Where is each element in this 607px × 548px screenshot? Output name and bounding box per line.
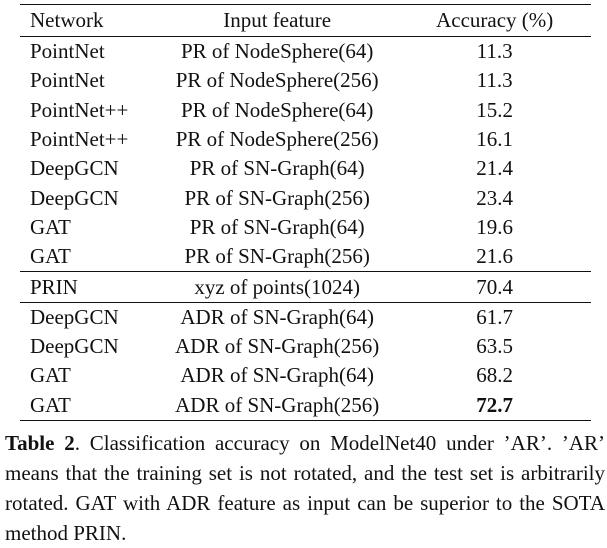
cell-input-feature: xyz of points(1024) [156, 271, 399, 303]
cell-input-feature: PR of NodeSphere(256) [175, 127, 379, 152]
cell-accuracy: 70.4 [398, 271, 591, 303]
cell-accuracy: 63.5 [476, 334, 514, 359]
table-row: PointNet++ PR of NodeSphere(256) 16.1 [20, 125, 591, 154]
header-input-feature: Input feature [156, 4, 399, 37]
cell-network: PointNet++ [30, 97, 129, 122]
cell-input-feature: ADR of SN-Graph(64) [180, 363, 374, 388]
cell-input-feature: ADR of SN-Graph(64) [156, 301, 399, 332]
table-row: PointNet++ PR of NodeSphere(64) 15.2 [20, 96, 591, 125]
table-row: PointNet PR of NodeSphere(256) 11.3 [20, 66, 591, 95]
cell-network: GAT [30, 363, 71, 388]
cell-accuracy: 23.4 [476, 185, 514, 210]
cell-input-feature: PR of SN-Graph(256) [184, 244, 370, 269]
results-table-container: Network Input feature Accuracy (%) Point… [20, 4, 591, 421]
caption-text: . Classification accuracy on ModelNet40 … [5, 431, 606, 545]
cell-network: GAT [30, 214, 71, 239]
cell-accuracy: 21.6 [476, 244, 514, 269]
caption-label: Table 2 [5, 431, 75, 455]
cell-input-feature: PR of SN-Graph(256) [184, 185, 370, 210]
cell-network: PRIN [20, 271, 157, 303]
cell-accuracy: 11.3 [476, 68, 513, 93]
table-row: DeepGCN ADR of SN-Graph(256) 63.5 [20, 332, 591, 361]
cell-network: PointNet++ [30, 127, 129, 152]
table-row: GAT PR of SN-Graph(64) 19.6 [20, 213, 591, 242]
cell-network: DeepGCN [30, 156, 119, 181]
cell-network: DeepGCN [30, 185, 119, 210]
results-table: Network Input feature Accuracy (%) Point… [20, 4, 591, 421]
cell-accuracy: 19.6 [476, 214, 514, 239]
cell-accuracy: 61.7 [398, 301, 591, 332]
cell-input-feature: ADR of SN-Graph(256) [175, 334, 380, 359]
cell-network: GAT [30, 244, 71, 269]
table-row: GAT PR of SN-Graph(256) 21.6 [20, 242, 591, 272]
cell-input-feature: PR of SN-Graph(64) [189, 156, 365, 181]
cell-input-feature: ADR of SN-Graph(256) [156, 390, 399, 421]
cell-input-feature: PR of NodeSphere(256) [175, 68, 379, 93]
cell-network: DeepGCN [30, 334, 119, 359]
cell-input-feature: PR of SN-Graph(64) [189, 214, 365, 239]
table-row: GAT ADR of SN-Graph(64) 68.2 [20, 361, 591, 390]
table-caption: Table 2. Classification accuracy on Mode… [5, 428, 605, 548]
cell-accuracy: 72.7 [398, 390, 591, 421]
cell-accuracy: 15.2 [476, 97, 514, 122]
cell-network: PointNet [20, 36, 157, 67]
cell-accuracy: 16.1 [476, 127, 514, 152]
cell-accuracy: 68.2 [476, 363, 514, 388]
table-row: DeepGCN PR of SN-Graph(256) 23.4 [20, 183, 591, 212]
table-header: Network Input feature Accuracy (%) [20, 4, 591, 37]
cell-accuracy: 11.3 [398, 36, 591, 67]
cell-network: GAT [20, 390, 157, 421]
cell-network: DeepGCN [20, 301, 157, 332]
header-network: Network [20, 4, 157, 37]
cell-accuracy: 21.4 [476, 156, 514, 181]
table-row: DeepGCN PR of SN-Graph(64) 21.4 [20, 154, 591, 183]
cell-network: PointNet [30, 68, 105, 93]
header-accuracy: Accuracy (%) [398, 4, 591, 37]
cell-input-feature: PR of NodeSphere(64) [180, 97, 374, 122]
cell-input-feature: PR of NodeSphere(64) [156, 36, 399, 67]
header-row: Network Input feature Accuracy (%) [20, 4, 591, 37]
